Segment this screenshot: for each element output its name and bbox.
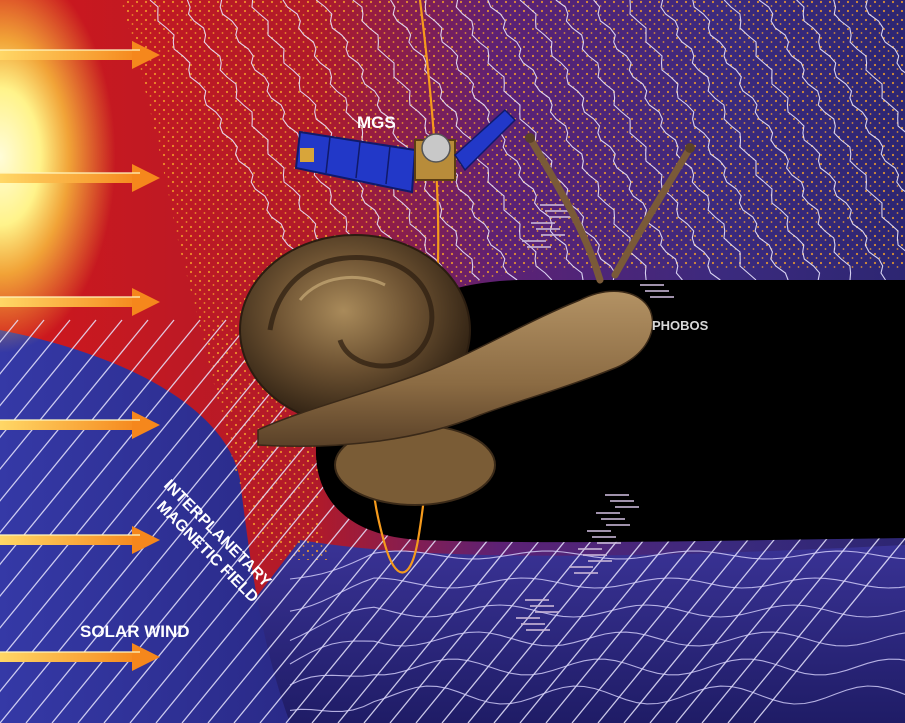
field-line <box>0 319 97 439</box>
draped-line <box>282 0 443 281</box>
draped-line <box>865 0 905 74</box>
draped-line <box>723 0 886 281</box>
wake-line <box>289 550 905 580</box>
draped-line <box>186 0 348 281</box>
draped-line <box>455 0 616 281</box>
field-line <box>753 537 905 723</box>
draped-line <box>660 0 821 281</box>
wake-line <box>289 604 905 642</box>
data-ticks <box>516 204 674 631</box>
phobos-label: PHOBOS <box>652 318 709 333</box>
wake-line <box>289 685 905 712</box>
draped-line <box>424 0 584 281</box>
field-line <box>0 319 71 407</box>
solar-wind-arrow <box>0 643 160 671</box>
wake-line <box>289 631 905 665</box>
field-line <box>0 319 227 598</box>
solar-wind-arrows <box>0 41 160 671</box>
field-line <box>0 319 201 566</box>
field-line <box>0 319 175 534</box>
solar-wind-label: SOLAR WIND <box>80 622 190 641</box>
draped-line <box>833 0 905 133</box>
draped-line <box>629 0 789 281</box>
draped-line <box>758 0 905 252</box>
field-line <box>0 319 123 471</box>
field-line <box>0 319 253 629</box>
draped-line <box>487 0 647 281</box>
draped-line <box>519 0 683 281</box>
solar-wind-arrow <box>0 411 160 439</box>
draped-line <box>315 0 480 281</box>
solar-wind-arrow <box>0 288 160 316</box>
field-line <box>0 319 149 502</box>
draped-line <box>692 0 852 281</box>
draped-line <box>555 0 721 281</box>
solar-wind-arrow <box>0 164 160 192</box>
solar-wind-arrow <box>0 526 160 554</box>
wake-field-lines <box>289 550 905 712</box>
draped-line <box>593 0 757 281</box>
satellite-icon <box>294 108 517 194</box>
draped-line <box>796 0 905 193</box>
wake-line <box>289 658 905 686</box>
wake-line <box>289 577 905 612</box>
mgs-label: MGS <box>357 113 396 132</box>
solar-wind-arrow <box>0 41 160 69</box>
draped-line <box>149 0 315 281</box>
snail-image <box>239 133 695 506</box>
